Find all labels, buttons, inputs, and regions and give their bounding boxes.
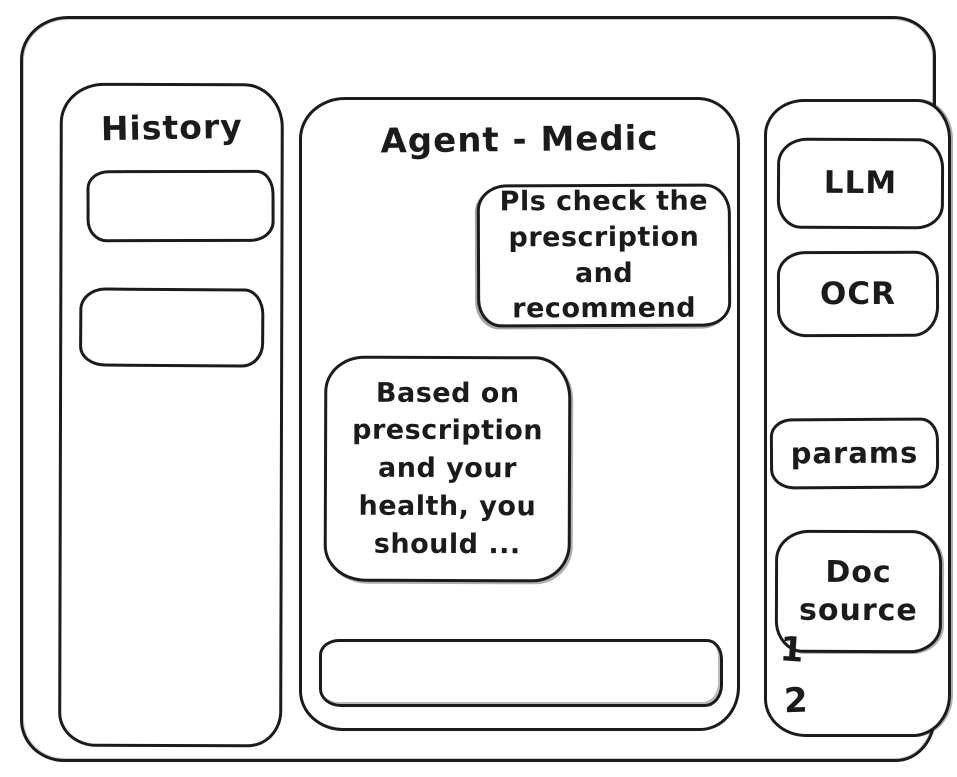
user-message-bubble: Pls check the prescription and recommend bbox=[476, 183, 732, 328]
params-button-label: params bbox=[790, 435, 919, 471]
doc-source-button-label: Doc source bbox=[798, 554, 918, 628]
assistant-message-text: Based on prescription and your health, y… bbox=[352, 377, 544, 560]
chat-panel: Agent - Medic Pls check the prescription… bbox=[299, 97, 740, 731]
history-panel-title: History bbox=[100, 106, 244, 149]
history-panel: History bbox=[58, 82, 284, 748]
llm-button-label: LLM bbox=[823, 164, 898, 202]
assistant-message-bubble: Based on prescription and your health, y… bbox=[323, 355, 572, 583]
ocr-button[interactable]: OCR bbox=[776, 250, 940, 338]
ocr-button-label: OCR bbox=[819, 275, 897, 312]
app-window-frame: History Agent - Medic Pls check the pres… bbox=[20, 16, 951, 762]
message-input[interactable] bbox=[319, 639, 723, 707]
annotation-number-2: 2 bbox=[783, 680, 809, 722]
annotation-number-1: 1 bbox=[778, 629, 806, 671]
user-message-text: Pls check the prescription and recommend bbox=[499, 185, 709, 325]
llm-button[interactable]: LLM bbox=[776, 137, 945, 230]
tools-panel: LLM OCR params Doc source 1 2 bbox=[764, 99, 951, 737]
history-item[interactable] bbox=[86, 169, 275, 243]
history-item[interactable] bbox=[78, 287, 265, 368]
chat-panel-title: Agent - Medic bbox=[380, 118, 659, 162]
params-button[interactable]: params bbox=[769, 417, 940, 490]
